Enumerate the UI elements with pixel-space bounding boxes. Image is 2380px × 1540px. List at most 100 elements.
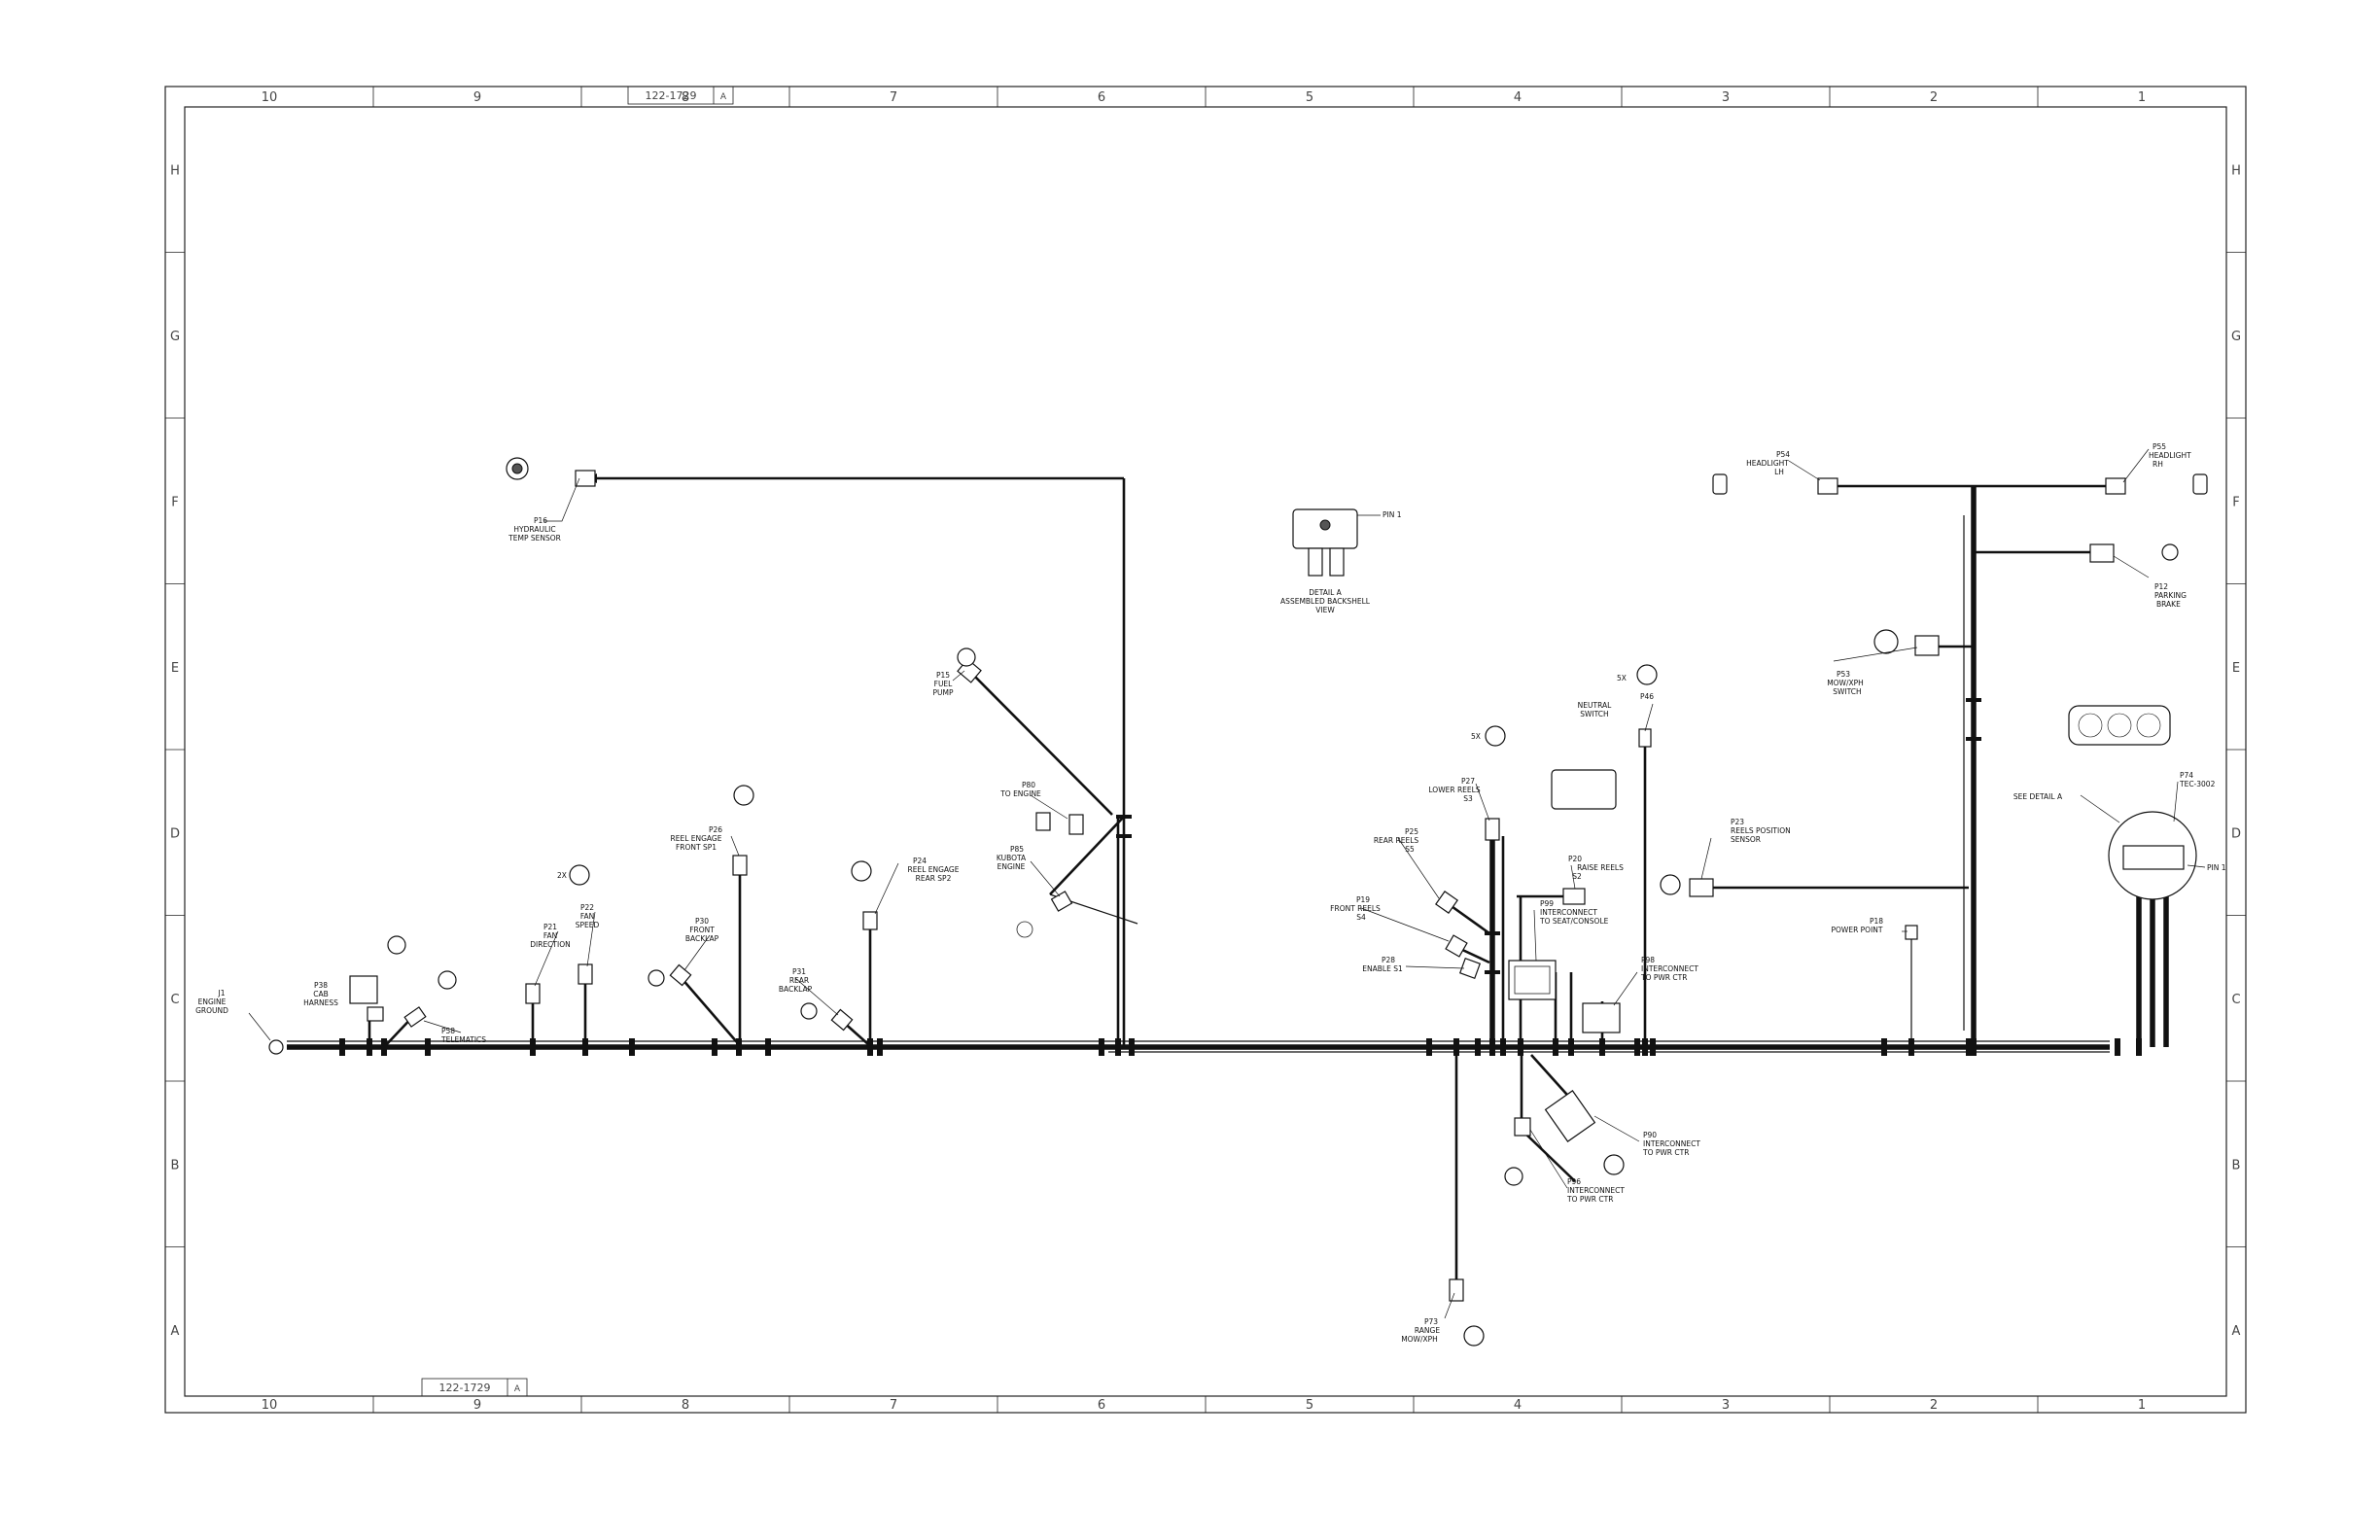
p53-face-view	[1873, 629, 1899, 654]
zone-column-label-top: 9	[473, 90, 481, 105]
p20-ref: P20	[1568, 855, 1582, 863]
zone-column-label-top: 7	[890, 90, 897, 105]
p46-connector	[1638, 728, 1652, 748]
p74-pin1: PIN 1	[2207, 863, 2226, 872]
p99-connector	[1508, 960, 1557, 1000]
p26-ref: P26	[709, 825, 722, 834]
p55-line1: HEADLIGHT	[2149, 451, 2191, 460]
p26-face-view	[733, 785, 754, 806]
p21-ref: P21	[543, 923, 557, 931]
p18-connector	[1905, 925, 1918, 940]
harness-clip	[339, 1038, 345, 1056]
drawing-notes: DETAIL A ASSEMBLED BACKSHELL VIEW PIN 1 …	[557, 510, 2226, 880]
branch-clip	[1116, 834, 1132, 838]
harness-clip	[629, 1038, 635, 1056]
zone-row-label-left: H	[170, 163, 180, 178]
harness-clip	[425, 1038, 431, 1056]
zone-column-label-top: 2	[1930, 90, 1938, 105]
p28-connector	[1458, 957, 1482, 980]
p25-connector	[1435, 891, 1458, 914]
p90-line1: INTERCONNECT	[1643, 1139, 1700, 1148]
p90-line2: TO PWR CTR	[1642, 1148, 1689, 1157]
p12-face-view	[2161, 543, 2179, 561]
zone-column-label-bottom: 9	[473, 1398, 481, 1413]
zone-row-label-right: E	[2232, 661, 2240, 676]
p15-line1: FUEL	[934, 680, 954, 688]
p22-ref: P22	[580, 903, 594, 912]
p85-ref: P85	[1010, 845, 1024, 854]
p38-line2: HARNESS	[303, 998, 338, 1007]
p98-connector	[1582, 1002, 1621, 1033]
p28-ref: P28	[1382, 956, 1395, 964]
p15-ref: P15	[936, 671, 950, 680]
j1-line1: ENGINE	[198, 998, 227, 1006]
p58-face-view	[438, 970, 457, 990]
p54-line1: HEADLIGHT	[1746, 459, 1789, 468]
p23-ref: P23	[1731, 818, 1744, 826]
p18-line1: POWER POINT	[1831, 926, 1882, 934]
p99-line2: TO SEAT/CONSOLE	[1539, 917, 1609, 926]
p54-connector	[1817, 477, 1838, 495]
harness-wires	[268, 473, 2169, 1283]
p21-line1: FAN	[543, 931, 557, 940]
p24-line2: REAR SP2	[916, 874, 952, 883]
zone-column-label-bottom: 5	[1306, 1398, 1313, 1413]
p54-ref: P54	[1776, 450, 1790, 459]
detail-a-fuse-right	[1329, 547, 1345, 577]
zone-column-label-top: 3	[1722, 90, 1730, 105]
zone-grid-ticks	[165, 87, 2246, 1413]
p22-line1: FAN	[580, 912, 594, 921]
p20-line2: S2	[1572, 872, 1582, 881]
harness-clip	[1599, 1038, 1605, 1056]
zone-column-label-top: 1	[2138, 90, 2146, 105]
p58-line1: TELEMATICS	[440, 1035, 486, 1044]
p46-ref: P46	[1640, 692, 1654, 701]
zone-column-label-top: 10	[262, 90, 278, 105]
zone-row-label-right: C	[2231, 993, 2240, 1007]
zone-row-label-right: H	[2231, 163, 2241, 178]
p53-line2: SWITCH	[1833, 687, 1861, 696]
p90-face-view	[1603, 1154, 1625, 1175]
branch-clip	[1966, 737, 1981, 741]
p12-line1: PARKING	[2154, 591, 2187, 600]
p25-ref: P25	[1405, 827, 1418, 836]
harness-clip	[530, 1038, 536, 1056]
harness-clip	[1518, 1038, 1523, 1056]
qty-5x-note-b: 5X	[1471, 732, 1481, 741]
p31-face-view	[800, 1002, 818, 1020]
p98-ref: P98	[1641, 956, 1655, 964]
zone-row-label-right: F	[2232, 495, 2239, 509]
p80-face-view	[1035, 812, 1051, 831]
p80-line1: TO ENGINE	[999, 789, 1041, 798]
detail-a-pin1: PIN 1	[1382, 510, 1402, 519]
p24-line1: REEL ENGAGE	[908, 865, 960, 874]
harness-clip	[1642, 1038, 1648, 1056]
zone-row-label-left: D	[170, 826, 180, 841]
zone-row-label-right: D	[2231, 826, 2241, 841]
p53-line1: MOW/XPH	[1827, 679, 1864, 687]
qty-5x-note-a: 5X	[1617, 674, 1627, 682]
p26-line1: REEL ENGAGE	[671, 834, 722, 843]
p96-connector	[1514, 1117, 1531, 1137]
p22-connector	[578, 963, 593, 985]
harness-clip	[1500, 1038, 1506, 1056]
zone-column-label-bottom: 7	[890, 1398, 897, 1413]
p27-face-view	[1485, 725, 1506, 747]
p23-connector	[1689, 878, 1714, 897]
bottom-drawing-number-block: 122-1729 A	[421, 1378, 528, 1397]
zone-column-label-bottom: 10	[262, 1398, 278, 1413]
p96-face-view	[1504, 1167, 1523, 1186]
p31-line1: REAR	[789, 976, 809, 985]
p15-line2: PUMP	[932, 688, 953, 697]
p53-connector	[1914, 635, 1940, 656]
p54-face-view	[1712, 473, 1728, 495]
p27-ref: P27	[1461, 777, 1475, 786]
p23-line2: SENSOR	[1731, 835, 1761, 844]
bottom-revision: A	[514, 1384, 521, 1394]
p73-line1: RANGE	[1415, 1326, 1440, 1335]
zone-row-label-left: G	[170, 330, 180, 344]
p30-face-view	[648, 969, 665, 987]
detail-a-view: VIEW	[1315, 606, 1335, 614]
p55-ref: P55	[2152, 442, 2166, 451]
